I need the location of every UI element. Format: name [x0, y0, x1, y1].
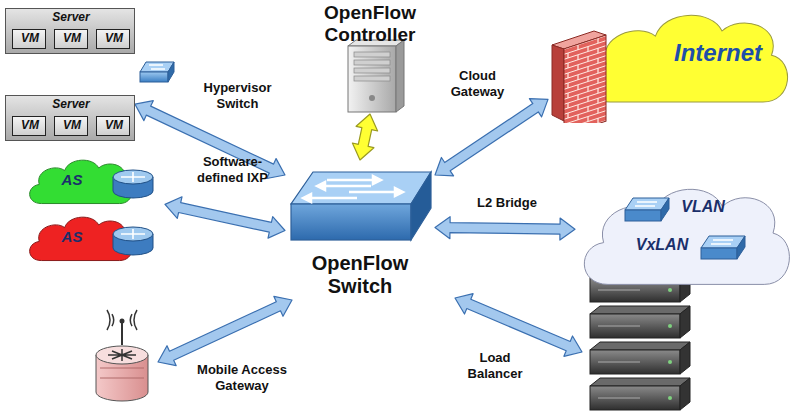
node-text: OpenFlow Switch [285, 252, 435, 298]
node-text: VLAN [673, 198, 733, 216]
internet-cloud: Internet [548, 5, 795, 123]
vlan-cloud: VLAN VxLAN [575, 178, 795, 292]
vm-box: VM [54, 29, 88, 49]
node-text: VxLAN [627, 236, 697, 254]
vm-box: VM [96, 29, 130, 49]
node-text: OpenFlow Controller [300, 2, 440, 46]
as-cloud: AS [25, 212, 165, 264]
node-outline [25, 212, 165, 264]
node-text: AS [47, 171, 97, 188]
router-icon [113, 170, 153, 198]
node-text: Server [6, 98, 136, 112]
node-text: VM [97, 119, 131, 133]
wireless-router-icon [96, 310, 148, 401]
block-arrow [165, 197, 285, 238]
openflow-switch-node: OpenFlow Switch [285, 160, 435, 310]
node-text: VM [55, 32, 89, 46]
node-text: VM [97, 32, 131, 46]
vm-box: VM [96, 116, 130, 136]
block-arrow [455, 294, 582, 357]
link-label: Load Balancer [462, 350, 528, 381]
block-arrow [158, 296, 292, 365]
as-cloud: AS [25, 155, 165, 207]
node-text: Server [6, 11, 136, 25]
edge-label: L2 Bridge [462, 195, 552, 211]
firewall-icon [552, 31, 606, 123]
server-box: ServerVM VM VM [5, 8, 135, 54]
node-outline [575, 178, 795, 292]
node-text: VM [13, 32, 47, 46]
block-arrow [435, 99, 548, 176]
node-text: VM [13, 119, 47, 133]
edge-label: Hypervisor Switch [195, 80, 280, 111]
server-box: ServerVM VM VM [5, 95, 135, 141]
node-text: VM [55, 119, 89, 133]
switch-icon [625, 198, 669, 221]
server-rack-icon [590, 270, 690, 410]
block-arrow [352, 114, 377, 160]
vm-box: VM [12, 29, 46, 49]
vm-box: VM [12, 116, 46, 136]
openflow-switch-icon [291, 172, 431, 240]
block-arrow [435, 217, 575, 240]
controller-server-icon [348, 40, 404, 112]
node-outline [25, 155, 165, 207]
link-label: Mobile Access Gateway [186, 362, 298, 393]
controller-node: OpenFlow Controller [300, 2, 440, 114]
node-text: AS [47, 228, 97, 245]
edge-label: Cloud Gateway [445, 68, 510, 99]
vm-box: VM [54, 116, 88, 136]
hypervisor-switch-icon [140, 62, 174, 82]
switch-icon [701, 236, 745, 259]
router-icon [113, 227, 153, 255]
edge-label: Software-defined IXP [190, 154, 275, 185]
node-text: Internet [658, 39, 778, 67]
